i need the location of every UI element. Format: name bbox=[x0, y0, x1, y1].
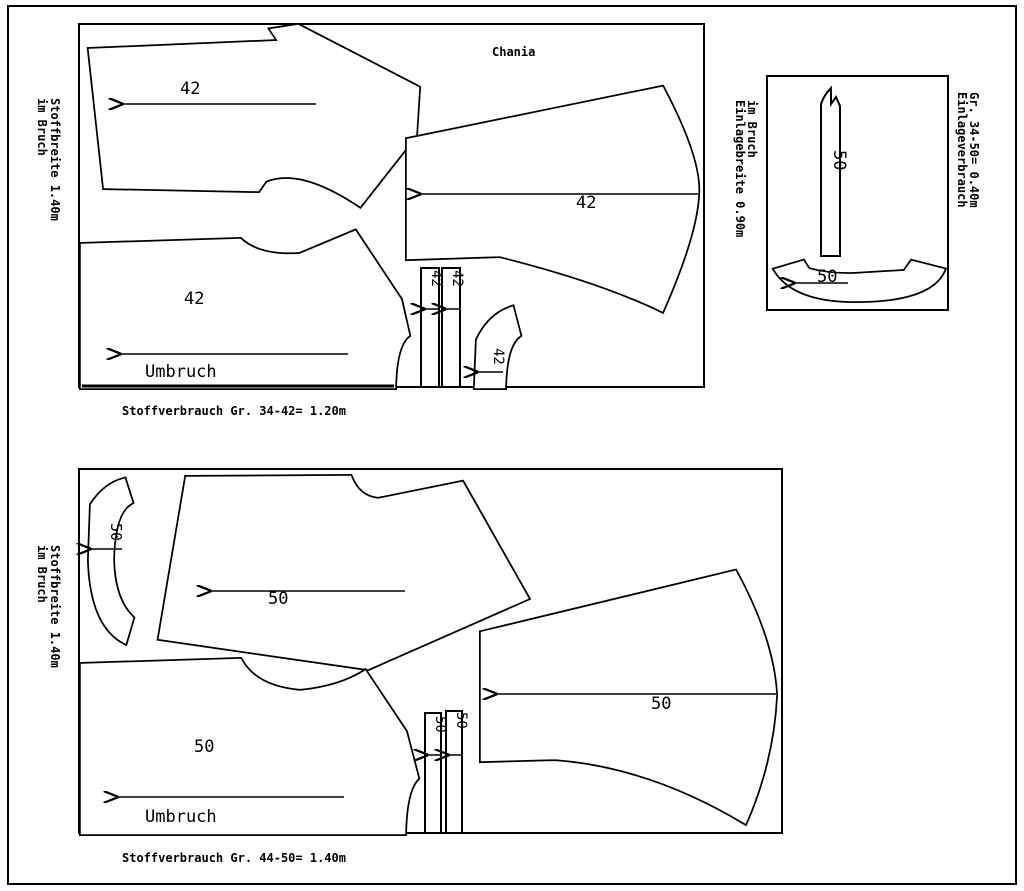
strip-piece bbox=[441, 267, 461, 388]
sleeve-piece bbox=[86, 22, 422, 210]
interfacing-strip bbox=[820, 85, 841, 257]
top-layout: Chania 42 42 Umbruch 42 42 42 4 bbox=[35, 22, 705, 418]
interfacing-width-label: Einlagebreite 0.90m bbox=[733, 100, 747, 237]
size-label: 42 bbox=[180, 79, 200, 99]
interfacing-layout: 50 50 Einlagebreite 0.90m im Bruch Einla… bbox=[733, 75, 981, 311]
strip-piece bbox=[424, 712, 442, 834]
size-label: 50 bbox=[107, 523, 125, 541]
sleeve-piece bbox=[479, 568, 779, 827]
interfacing-consumption-title: Einlageverbrauch bbox=[955, 92, 969, 208]
size-label: 42 bbox=[428, 270, 444, 287]
size-label: 50 bbox=[453, 712, 469, 729]
fold-note: im Bruch bbox=[35, 98, 49, 156]
size-label: 42 bbox=[576, 193, 596, 213]
front-piece bbox=[79, 228, 412, 390]
fold-note: im Bruch bbox=[35, 545, 49, 603]
size-label: 42 bbox=[449, 270, 465, 287]
strip-piece bbox=[445, 710, 463, 834]
consumption-label: Stoffverbrauch Gr. 44-50= 1.40m bbox=[122, 851, 346, 865]
page-border bbox=[7, 5, 1017, 885]
size-label: 50 bbox=[194, 737, 214, 757]
facing-piece bbox=[86, 476, 136, 647]
consumption-label: Stoffverbrauch Gr. 34-42= 1.20m bbox=[122, 404, 346, 418]
size-label: 42 bbox=[490, 348, 506, 365]
fold-label: Umbruch bbox=[145, 807, 217, 827]
fabric-width-label: Stoffbreite 1.40m bbox=[48, 98, 62, 221]
sleeve-piece-right bbox=[405, 84, 701, 315]
size-label: 50 bbox=[268, 589, 288, 609]
strip-piece bbox=[420, 267, 440, 388]
size-label: 42 bbox=[184, 289, 204, 309]
fold-note: im Bruch bbox=[745, 100, 759, 158]
back-piece bbox=[156, 473, 532, 672]
bottom-layout: 50 50 50 Umbruch 50 50 50 Stoffbreite 1.… bbox=[35, 468, 783, 865]
interfacing-consumption-value: Gr. 34-50= 0.40m bbox=[967, 92, 981, 208]
fold-label: Umbruch bbox=[145, 362, 217, 382]
collar-piece bbox=[472, 304, 523, 390]
size-label: 50 bbox=[651, 694, 671, 714]
pattern-title: Chania bbox=[492, 45, 535, 59]
fabric-width-label: Stoffbreite 1.40m bbox=[48, 545, 62, 668]
size-label: 50 bbox=[829, 150, 849, 170]
size-label: 50 bbox=[817, 267, 837, 287]
interfacing-panel bbox=[766, 75, 949, 311]
interfacing-facing bbox=[771, 258, 948, 304]
front-piece bbox=[79, 656, 421, 836]
size-label: 50 bbox=[432, 716, 448, 733]
